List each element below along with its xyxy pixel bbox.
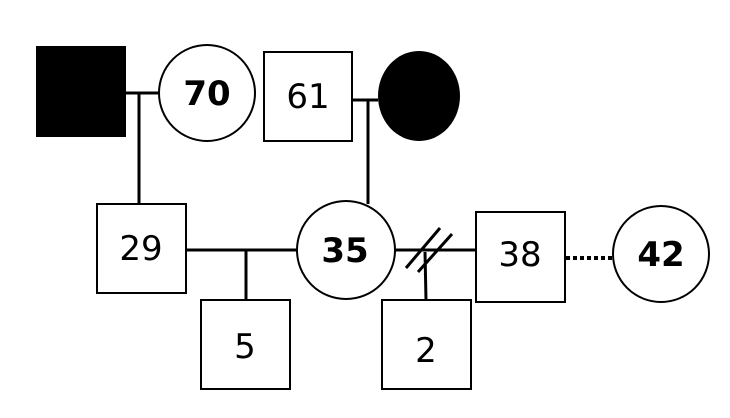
- person-square-38: [475, 211, 566, 303]
- person-circle-35: [296, 200, 396, 300]
- age-label-70: 70: [183, 74, 230, 114]
- grandmother-circle-70: [158, 44, 256, 142]
- person-square-29: [96, 203, 187, 294]
- grandmother-affected-circle: [378, 51, 460, 141]
- divorce-slash-2: [416, 232, 454, 274]
- child-square-2: [381, 299, 472, 390]
- age-label-35: 35: [321, 231, 368, 271]
- age-label-29: 29: [119, 229, 162, 269]
- grandfather-affected-square: [36, 46, 126, 137]
- descent-line-to-2: [423, 251, 428, 301]
- age-label-61: 61: [286, 77, 329, 117]
- age-label-38: 38: [498, 235, 541, 275]
- age-label-42: 42: [637, 235, 684, 275]
- partner-circle-42: [612, 205, 710, 303]
- age-label-2: 2: [415, 331, 437, 371]
- child-square-5: [200, 299, 291, 390]
- grandfather-square-61: [263, 51, 353, 142]
- age-label-5: 5: [234, 327, 256, 367]
- divorce-slash-1: [404, 227, 442, 269]
